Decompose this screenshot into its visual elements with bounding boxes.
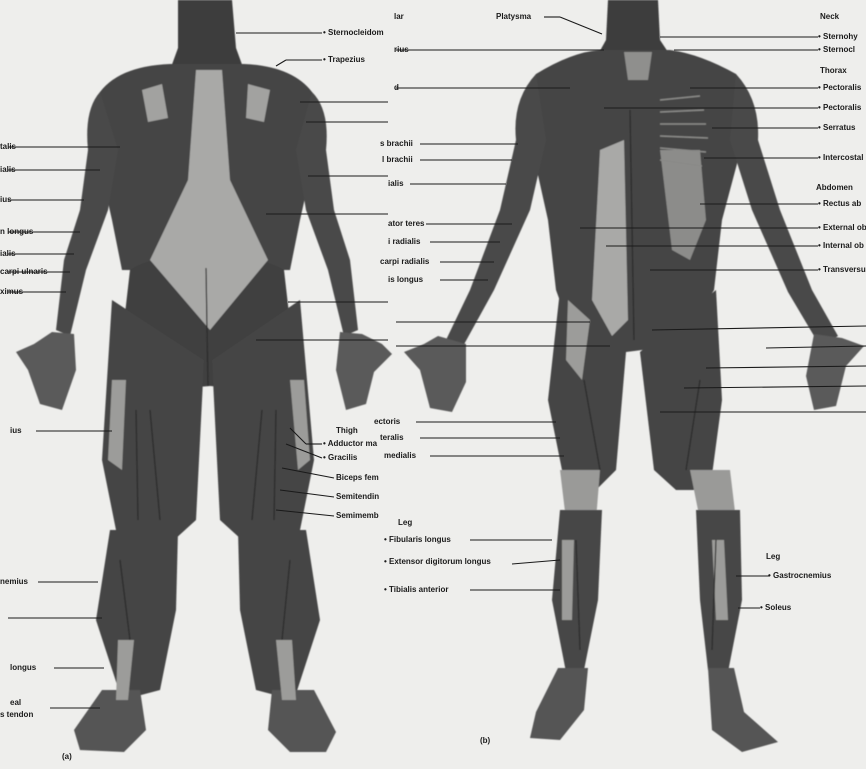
label-leg-header-right: Leg [766, 552, 780, 562]
label-posterior-left-12: s tendon [0, 710, 33, 720]
label-tibialis-anterior: • Tibialis anterior [384, 585, 448, 595]
label-sternocleidomastoid-posterior: • Sternocleidom [323, 28, 384, 38]
label-posterior-left-6: carpi ulnaris [0, 267, 48, 277]
panel-tag-a: (a) [62, 752, 72, 762]
label-external-oblique: • External ob [818, 223, 866, 233]
label-thigh-header: Thigh [336, 426, 358, 436]
label-extensor-digitorum-longus: • Extensor digitorum longus [384, 557, 491, 567]
label-thorax-header: Thorax [820, 66, 847, 76]
label-posterior-left-2: ialis [0, 165, 16, 175]
label-sternohyoid: • Sternohy [818, 32, 858, 42]
label-trapezius: • Trapezius [323, 55, 365, 65]
label-posterior-left-1: talis [0, 142, 16, 152]
label-anterior-left-6: ialis [388, 179, 404, 189]
label-posterior-left-11: eal [10, 698, 21, 708]
label-semitendinosus: Semitendin [336, 492, 379, 502]
label-anterior-left-8: i radialis [388, 237, 420, 247]
label-posterior-left-7: ximus [0, 287, 23, 297]
label-pectoralis-minor: • Pectoralis [818, 83, 861, 93]
label-anterior-left-12: teralis [380, 433, 404, 443]
label-adductor-magnus: • Adductor ma [323, 439, 377, 449]
label-anterior-left-9: carpi radialis [380, 257, 429, 267]
label-anterior-left-3: d [394, 83, 399, 93]
label-anterior-left-13: medialis [384, 451, 416, 461]
label-anterior-left-11: ectoris [374, 417, 400, 427]
label-neck-header: Neck [820, 12, 839, 22]
label-platysma: Platysma [496, 12, 531, 22]
label-intercostals: • Intercostal [818, 153, 863, 163]
posterior-body [16, 0, 392, 752]
label-transversus-abdominis: • Transversus [818, 265, 866, 275]
label-posterior-left-3: ius [0, 195, 12, 205]
label-leg-header-left: Leg [398, 518, 412, 528]
label-anterior-left-10: is longus [388, 275, 423, 285]
label-fibularis-longus: • Fibularis longus [384, 535, 451, 545]
label-abdomen-header: Abdomen [816, 183, 853, 193]
label-posterior-left-9: nemius [0, 577, 28, 587]
label-semimembranosus: Semimemb [336, 511, 379, 521]
label-anterior-left-7: ator teres [388, 219, 424, 229]
label-anterior-left-5: l brachii [382, 155, 413, 165]
anterior-body [404, 0, 864, 752]
label-pectoralis-major: • Pectoralis [818, 103, 861, 113]
label-posterior-left-8: ius [10, 426, 22, 436]
label-anterior-left-2: rius [394, 45, 409, 55]
label-biceps-femoris: Biceps fem [336, 473, 379, 483]
label-internal-oblique: • Internal ob [818, 241, 864, 251]
panel-tag-b: (b) [480, 736, 490, 746]
label-gastrocnemius: • Gastrocnemius [768, 571, 831, 581]
label-posterior-left-4: n longus [0, 227, 33, 237]
label-anterior-left-4: s brachii [380, 139, 413, 149]
label-serratus-anterior: • Serratus [818, 123, 855, 133]
label-posterior-left-5: ialis [0, 249, 16, 259]
label-rectus-abdominis: • Rectus ab [818, 199, 861, 209]
label-sternocleidomastoid-anterior: • Sternocl [818, 45, 855, 55]
label-anterior-left-1: lar [394, 12, 404, 22]
label-posterior-left-10: longus [10, 663, 36, 673]
label-soleus: • Soleus [760, 603, 791, 613]
label-gracilis: • Gracilis [323, 453, 357, 463]
